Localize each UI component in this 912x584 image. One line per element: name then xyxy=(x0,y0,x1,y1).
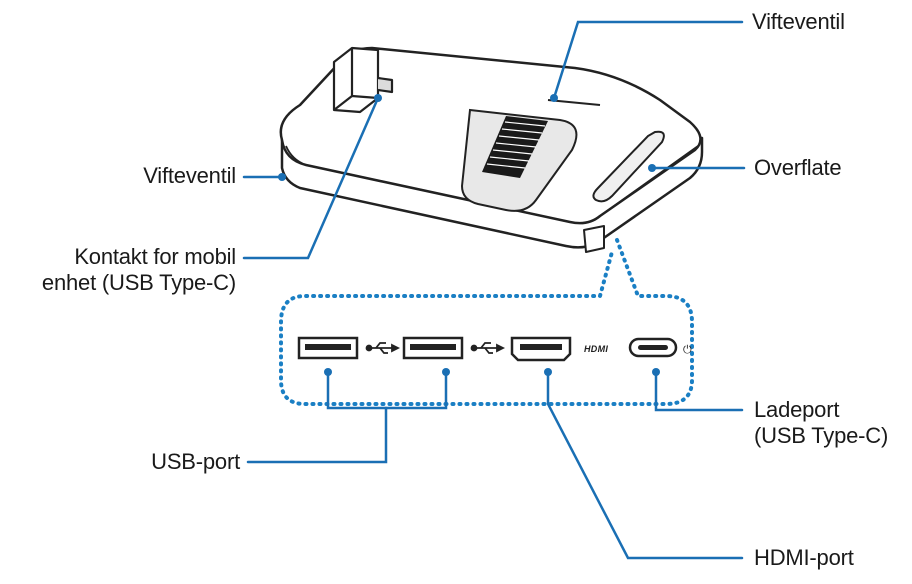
leader-lines xyxy=(242,20,746,560)
usb-a-port-1 xyxy=(297,336,359,360)
label-charging-port-line1: Ladeport xyxy=(754,397,840,422)
leader-hdmi xyxy=(546,370,744,560)
power-icon: ⏻ xyxy=(683,343,692,356)
port-callout-box xyxy=(279,238,694,406)
surface-slot xyxy=(592,130,665,203)
leader-dots xyxy=(278,94,660,376)
usb-icon-1 xyxy=(365,342,401,354)
hdmi-port xyxy=(510,336,572,362)
leader-usb-1 xyxy=(326,370,388,410)
label-connector-line1: Kontakt for mobil xyxy=(74,244,236,269)
label-connector: Kontakt for mobil enhet (USB Type-C) xyxy=(2,244,236,296)
leader-usb-2 xyxy=(384,370,448,410)
label-fan-vent-left: Vifteventil xyxy=(143,163,236,188)
label-usb-port: USB-port xyxy=(151,449,240,474)
label-surface: Overflate xyxy=(754,155,842,180)
leader-charging xyxy=(654,370,744,412)
leader-connector xyxy=(242,96,380,260)
label-hdmi-port: HDMI-port xyxy=(754,545,854,570)
usb-icon-2 xyxy=(470,342,506,354)
usb-c-charging-port xyxy=(628,337,678,358)
label-charging-port: Ladeport (USB Type-C) xyxy=(754,397,888,449)
leader-usb-main xyxy=(246,406,388,464)
label-connector-line2: enhet (USB Type-C) xyxy=(41,270,236,295)
usb-a-port-2 xyxy=(402,336,464,360)
hdmi-logo: HDMI xyxy=(584,344,608,354)
label-charging-port-line2: (USB Type-C) xyxy=(754,423,889,448)
fan-vent-grill xyxy=(460,99,601,212)
leader-fan-vent-top xyxy=(552,20,744,100)
label-fan-vent-top: Vifteventil xyxy=(752,9,845,34)
